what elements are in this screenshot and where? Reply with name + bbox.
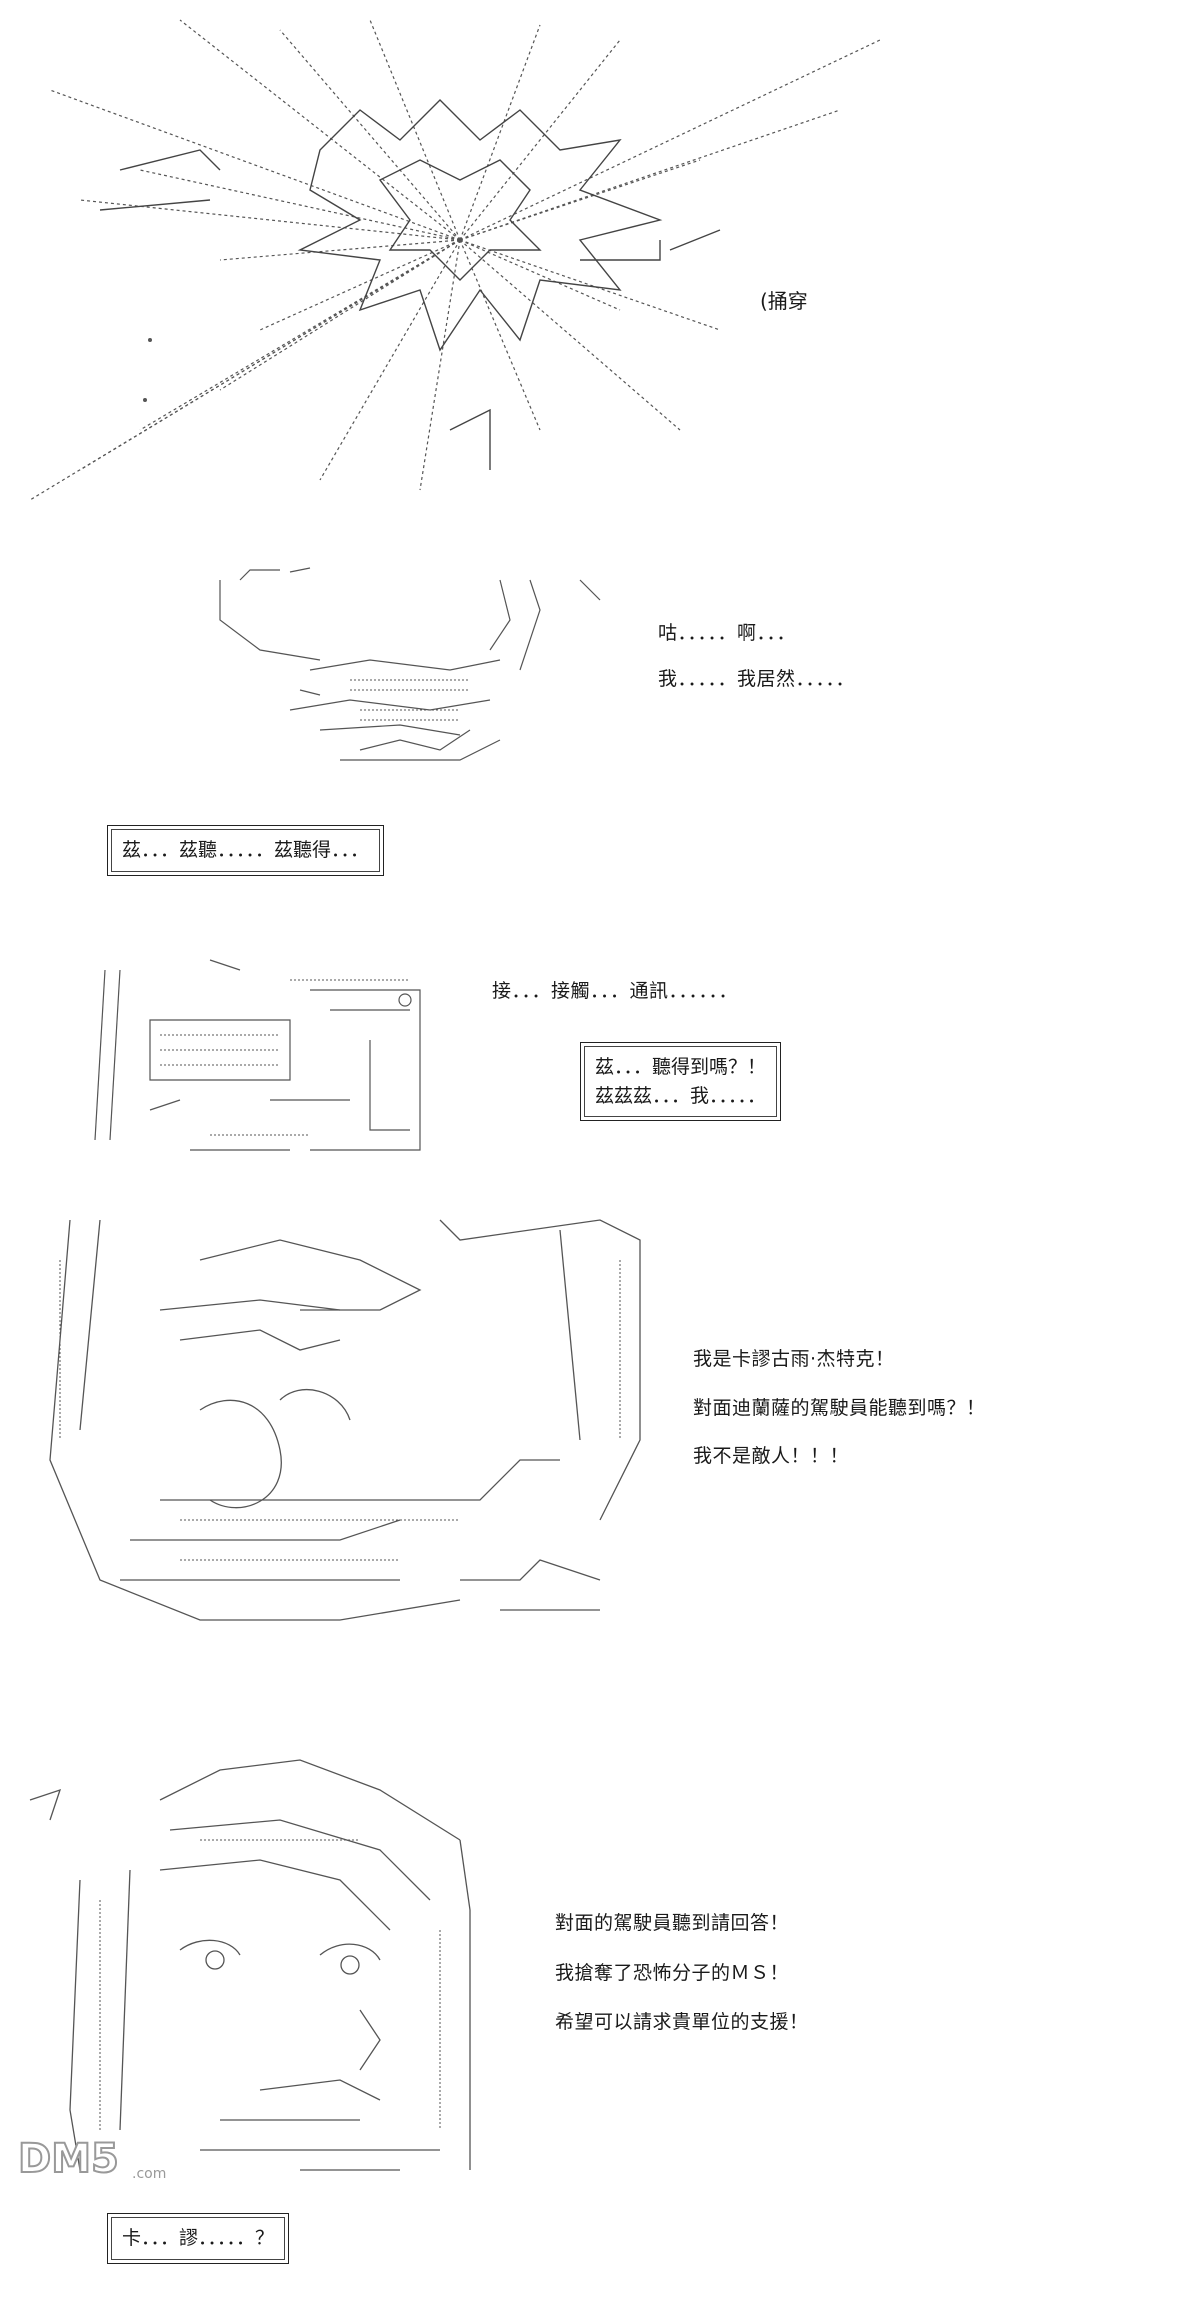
debris-icon bbox=[219, 567, 601, 761]
pilot-helmet-ascii-art bbox=[40, 1200, 700, 1670]
panel-explosion: (捅穿 bbox=[0, 0, 1200, 520]
panel-pilot-reply: 對面的駕駛員聽到請回答！ 我搶奪了恐怖分子的ＭＳ！ 希望可以請求貴單位的支援！ … bbox=[0, 1700, 1200, 2300]
pilot-face-icon bbox=[29, 1759, 471, 2171]
panel-radio: 接．．．接觸．．．通訊．．．．．． 茲．．．聽得到嗎？！ 茲茲茲．．．我．．．．… bbox=[0, 920, 1200, 1170]
helmet-visor-icon bbox=[49, 1219, 641, 1621]
dm5-watermark-logo: DM5 .com bbox=[14, 2128, 189, 2186]
radio-query-line-2: 茲茲茲．．．我．．．．． bbox=[595, 1084, 767, 1107]
radio-static-line: 茲．．．茲聽．．．．．茲聽得．．． bbox=[122, 839, 370, 861]
dialogue-request-answer: 對面的駕駛員聽到請回答！ bbox=[555, 1912, 790, 1934]
dialogue-not-enemy: 我不是敵人！！！ bbox=[693, 1445, 850, 1467]
radio-query-line-1: 茲．．．聽得到嗎？！ bbox=[595, 1056, 767, 1078]
control-panel-icon bbox=[94, 959, 421, 1151]
cockpit-ascii-art bbox=[200, 560, 620, 770]
panel-cockpit-damaged: 咕．．．．．啊．．． 我．．．．．我居然．．．．． 茲．．．茲聽．．．．．茲聽得… bbox=[0, 540, 1200, 900]
radio-query-box: 茲．．．聽得到嗎？！ 茲茲茲．．．我．．．．． bbox=[580, 1042, 782, 1121]
sfx-pierce: (捅穿 bbox=[760, 289, 808, 313]
watermark-text: DM5 bbox=[18, 2136, 119, 2182]
watermark-suffix: .com bbox=[132, 2166, 166, 2182]
dialogue-contact: 接．．．接觸．．．通訊．．．．．． bbox=[492, 980, 739, 1002]
dialogue-request-support: 希望可以請求貴單位的支援！ bbox=[555, 2011, 809, 2033]
dialogue-groan: 咕．．．．．啊．．． bbox=[658, 622, 797, 644]
dialogue-call-pilot: 對面迪蘭薩的駕駛員能聽到嗎？！ bbox=[693, 1397, 986, 1419]
pilot-face-ascii-art bbox=[20, 1710, 490, 2190]
dialogue-disbelief: 我．．．．．我居然．．．．． bbox=[658, 668, 856, 690]
explosion-burst-icon bbox=[29, 19, 881, 501]
reply-line: 卡．．．謬．．．．．？ bbox=[122, 2227, 275, 2249]
dialogue-seized-ms: 我搶奪了恐怖分子的ＭＳ！ bbox=[555, 1962, 790, 1984]
dialogue-introduce: 我是卡謬古雨·杰特克！ bbox=[693, 1348, 895, 1370]
explosion-ascii-art bbox=[20, 10, 900, 510]
radio-static-box: 茲．．．茲聽．．．．．茲聽得．．． bbox=[107, 825, 385, 876]
cockpit-panel-ascii-art bbox=[90, 950, 440, 1160]
reply-box: 卡．．．謬．．．．．？ bbox=[107, 2213, 290, 2264]
panel-pilot-helmet: 我是卡謬古雨·杰特克！ 對面迪蘭薩的駕駛員能聽到嗎？！ 我不是敵人！！！ bbox=[0, 1190, 1200, 1680]
